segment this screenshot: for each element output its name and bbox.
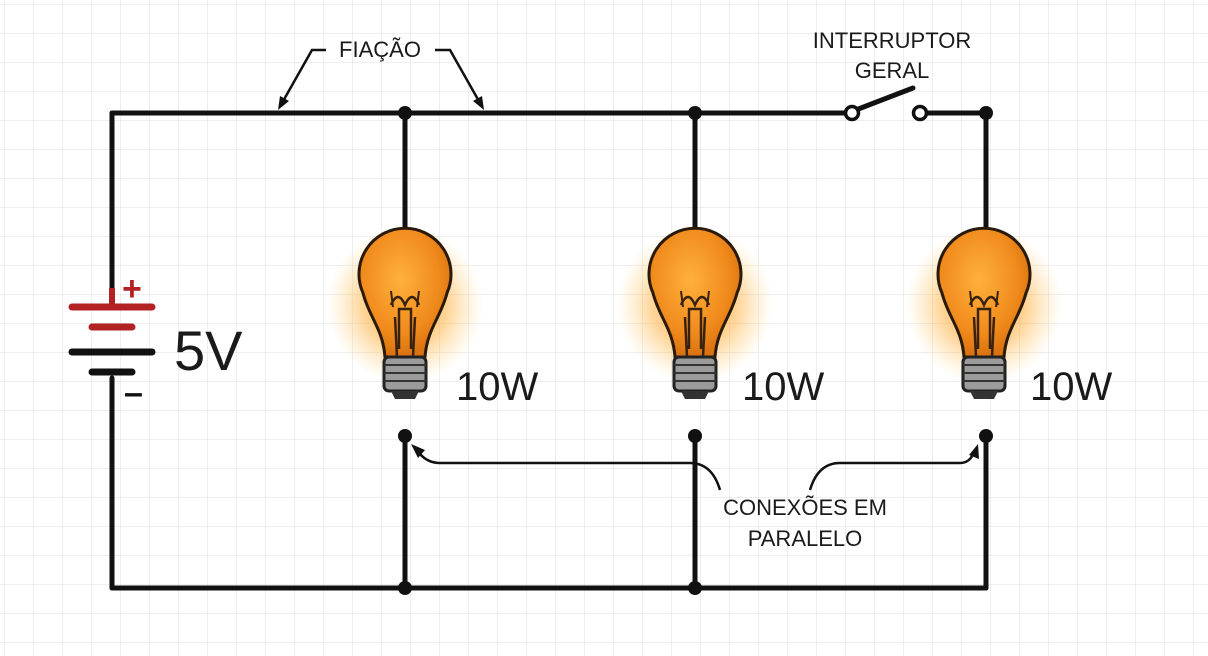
switch-label-line1: INTERRUPTOR: [813, 28, 972, 53]
switch-label-line2: GERAL: [855, 58, 930, 83]
parallel-label-line1: CONEXÕES EM: [723, 495, 887, 520]
parallel-label-line2: PARALELO: [748, 526, 863, 551]
wiring-arrows: [280, 48, 482, 104]
battery-icon: [68, 288, 156, 376]
junction-dots: [398, 106, 993, 595]
switch-icon: [843, 85, 929, 122]
battery-plus-sign: +: [122, 270, 142, 308]
voltage-label: 5V: [174, 319, 243, 382]
wiring-label: FIAÇÃO: [339, 37, 421, 62]
bulb-power-label: 10W: [456, 365, 538, 409]
parallel-arrows: [419, 451, 976, 491]
bulb-power-label: 10W: [742, 365, 824, 409]
bulb-power-label: 10W: [1030, 365, 1112, 409]
battery-minus-sign: –: [124, 374, 143, 412]
wiring-arrowheads: [278, 96, 484, 110]
parallel-arrowheads: [411, 444, 979, 459]
